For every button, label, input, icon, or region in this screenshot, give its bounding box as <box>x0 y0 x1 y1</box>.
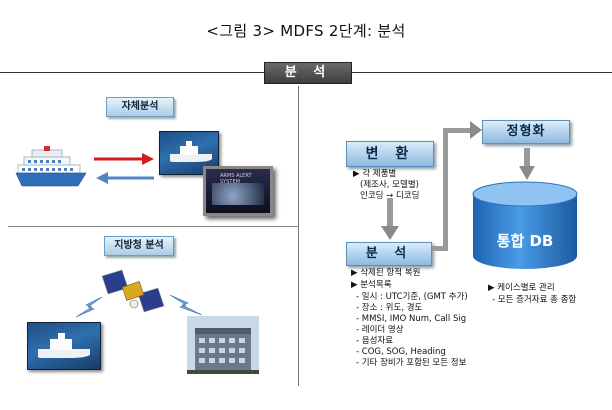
analyze-item: - 음성자료 <box>356 336 394 346</box>
exchange-arrows <box>94 153 154 184</box>
signal-bolt-right-icon <box>169 294 203 316</box>
arrow-convert-to-analyze <box>381 198 399 240</box>
analysis-monitor: ARMS ALERT SYSTEM <box>203 166 273 216</box>
label-regional-analysis: 지방청 분석 <box>104 236 174 256</box>
integrated-db-cylinder <box>472 181 578 269</box>
convert-item: 인코딩 → 디코딩 <box>360 191 420 201</box>
analyze-item: ▶ 삭제된 항적 복원 <box>351 268 421 278</box>
horizontal-divider <box>8 226 298 227</box>
box-convert: 변 환 <box>346 141 434 167</box>
box-analyze: 분 석 <box>346 242 432 266</box>
analyze-item: - COG, SOG, Heading <box>356 347 446 357</box>
figure-title: <그림 3> MDFS 2단계: 분석 <box>206 22 406 40</box>
arrow-normalize-to-db <box>519 148 535 180</box>
db-item: ▶ 케이스별로 관리 <box>488 283 555 293</box>
vertical-divider <box>298 86 299 386</box>
convert-item: ▶ 각 제품별 <box>353 169 397 179</box>
db-item: - 모든 증거자료 총 종합 <box>492 295 577 305</box>
satellite-icon <box>101 269 165 313</box>
arrow-analyze-to-normalize <box>432 121 482 251</box>
box-normalize: 정형화 <box>482 120 570 144</box>
analyze-item: - 일시 : UTC기준, (GMT 추가) <box>356 292 468 302</box>
patrol-ship-photo-2 <box>27 322 101 370</box>
signal-bolt-left-icon <box>75 296 103 318</box>
regional-office-photo <box>187 316 259 374</box>
monitor-caption: ARMS ALERT SYSTEM <box>220 173 252 185</box>
analyze-item: ▶ 분석목록 <box>351 280 392 290</box>
convert-item: (제조사, 모델별) <box>360 180 419 190</box>
analyze-item: - 기타 장비가 포함된 모든 정보 <box>356 358 467 368</box>
analyze-item: - 레이더 영상 <box>356 325 404 335</box>
label-self-analysis: 자체분석 <box>106 97 174 117</box>
db-label: 통합 DB <box>496 232 554 250</box>
analyze-item: - 장소 : 위도, 경도 <box>356 303 423 313</box>
ship-icon <box>15 146 87 187</box>
analyze-item: - MMSI, IMO Num, Call Sig <box>356 314 467 324</box>
header-box-analysis: 분 석 <box>264 62 352 84</box>
